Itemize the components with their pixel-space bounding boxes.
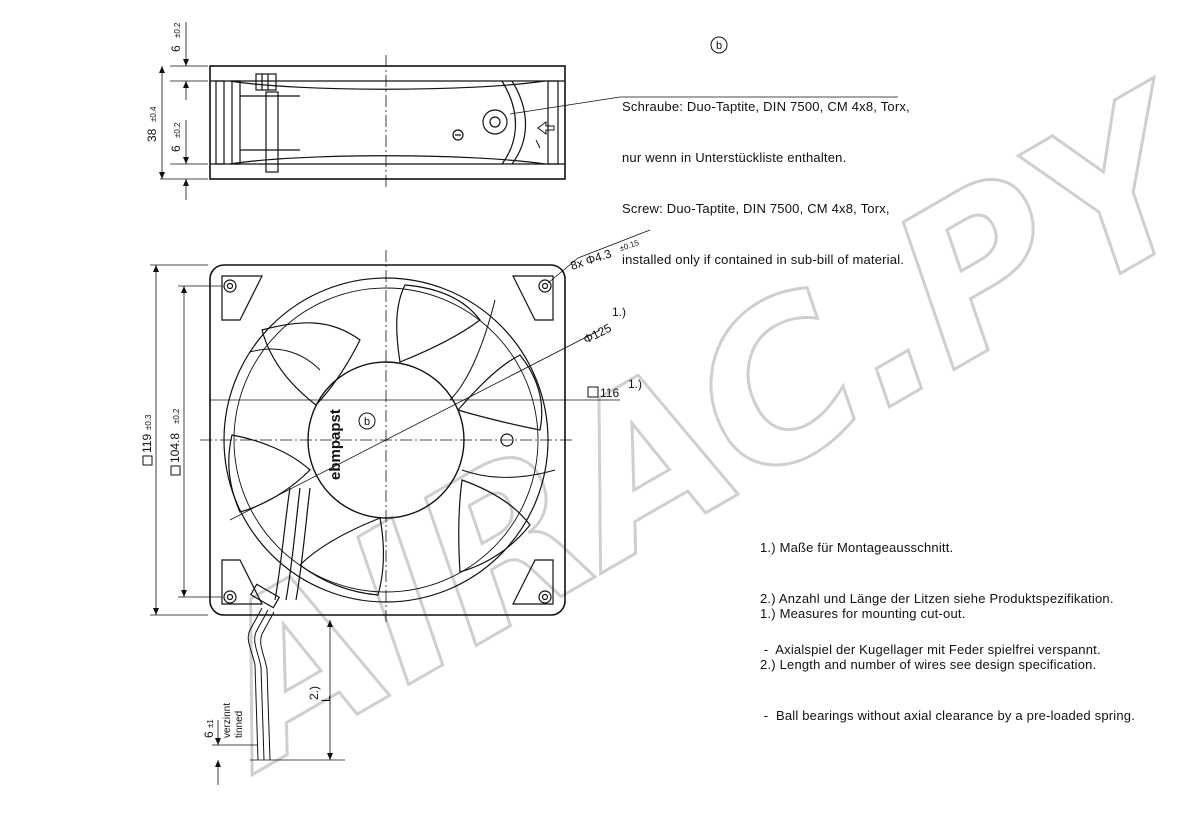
front-view	[150, 229, 651, 785]
dim-diameter-note: 1.)	[612, 305, 626, 319]
screw-callout-line: Schraube: Duo-Taptite, DIN 7500, CM 4x8,…	[622, 99, 910, 114]
screw-leader	[509, 96, 621, 115]
note-line: 2.) Anzahl und Länge der Litzen siehe Pr…	[760, 591, 1114, 606]
dim-bottom-flange-tol: ±0.2	[173, 122, 182, 138]
side-view-dimension-texts: 6 ±0.2 38 ±0.4 6 ±0.2	[145, 22, 183, 152]
blade-4	[458, 479, 531, 573]
dim-bottom-flange-value: 6	[169, 145, 183, 152]
airflow-arrow-icon	[537, 121, 555, 135]
note-line: 1.) Measures for mounting cut-out.	[760, 606, 966, 621]
mount-hole-bl	[223, 590, 237, 604]
blade-6	[228, 434, 311, 513]
side-rib	[265, 91, 279, 173]
screw-callout-text: Schraube: Duo-Taptite, DIN 7500, CM 4x8,…	[622, 64, 910, 285]
wire-strut	[274, 487, 291, 601]
dim-wire-length-note: 2.)	[307, 686, 321, 700]
side-housing-outline	[209, 65, 566, 180]
hub-marker-letter: b	[364, 416, 370, 428]
blade-3	[456, 354, 543, 431]
dim-holes-leader	[547, 257, 579, 284]
screw-callout-letter: b	[716, 40, 722, 52]
dim-top-flange-tol: ±0.2	[173, 22, 182, 38]
side-screw-head-icon	[452, 129, 464, 141]
side-bottom-waist	[229, 155, 546, 165]
mount-hole-tl	[223, 279, 237, 293]
wire-1	[247, 607, 263, 761]
brand-logo-text: ebmpapst	[327, 409, 344, 480]
mount-hole-br	[538, 590, 552, 604]
notes-german: 1.) Maße für Montageausschnitt. 2.) Anza…	[760, 505, 1114, 675]
side-view	[159, 22, 898, 200]
screw-callout-line: Screw: Duo-Taptite, DIN 7500, CM 4x8, To…	[622, 201, 890, 216]
notes-english: 1.) Measures for mounting cut-out. 2.) L…	[760, 571, 1135, 741]
screw-callout-line: installed only if contained in sub-bill …	[622, 252, 905, 267]
corner-pocket-br	[512, 559, 554, 605]
dim-tinned-label-de: verzinnt	[222, 703, 233, 738]
square-symbol-icon	[142, 455, 153, 466]
dim-top-flange-value: 6	[169, 45, 183, 52]
wire-2	[254, 609, 269, 761]
dim-tinned-tol: ±1	[206, 719, 215, 728]
corner-pocket-tr	[512, 275, 554, 321]
dim-holes-value: 8x Φ4.3	[569, 246, 614, 272]
square-symbol-icon	[170, 465, 181, 476]
note-line: 2.) Length and number of wires see desig…	[760, 657, 1097, 672]
blade-5	[299, 517, 385, 596]
side-left-post-2	[231, 80, 241, 165]
dim-cutout-value: 116	[600, 386, 619, 400]
dim-height-value: 38	[145, 128, 159, 142]
screw-callout-marker: b	[710, 36, 728, 54]
dim-outer-square-tol: ±0.3	[144, 414, 153, 430]
wire-exit-clip	[249, 583, 281, 609]
square-symbol-icon	[587, 386, 599, 398]
blade-2	[396, 284, 481, 363]
note-line: - Ball bearings without axial clearance …	[760, 708, 1136, 723]
dim-tinned-value: 6	[202, 731, 216, 738]
dim-hole-pitch-tol: ±0.2	[172, 408, 181, 424]
dim-tinned-label-en: tinned	[234, 711, 245, 738]
dim-wire-length-value: L	[319, 695, 333, 702]
side-right-post	[547, 80, 559, 165]
dim-diameter-line	[229, 329, 601, 521]
screw-callout-line: nur wenn in Unterstückliste enthalten.	[622, 150, 847, 165]
blade-1	[261, 322, 361, 406]
mount-hole-tr	[538, 279, 552, 293]
corner-pocket-tl	[221, 275, 263, 321]
dim-hole-pitch-value: 104.8	[168, 433, 182, 463]
side-top-waist	[229, 80, 546, 90]
corner-pocket-bl	[221, 559, 263, 605]
side-left-post	[215, 80, 225, 165]
note-line: 1.) Maße für Montageausschnitt.	[760, 540, 954, 555]
side-wire-clip	[255, 73, 277, 91]
dim-cutout-note: 1.)	[628, 377, 642, 391]
screw-boss	[482, 109, 508, 135]
dim-height-tol: ±0.4	[149, 106, 158, 122]
wire-3	[260, 611, 275, 761]
note-line: - Axialspiel der Kugellager mit Feder sp…	[760, 642, 1101, 657]
dim-outer-square-value: 119	[140, 434, 154, 453]
